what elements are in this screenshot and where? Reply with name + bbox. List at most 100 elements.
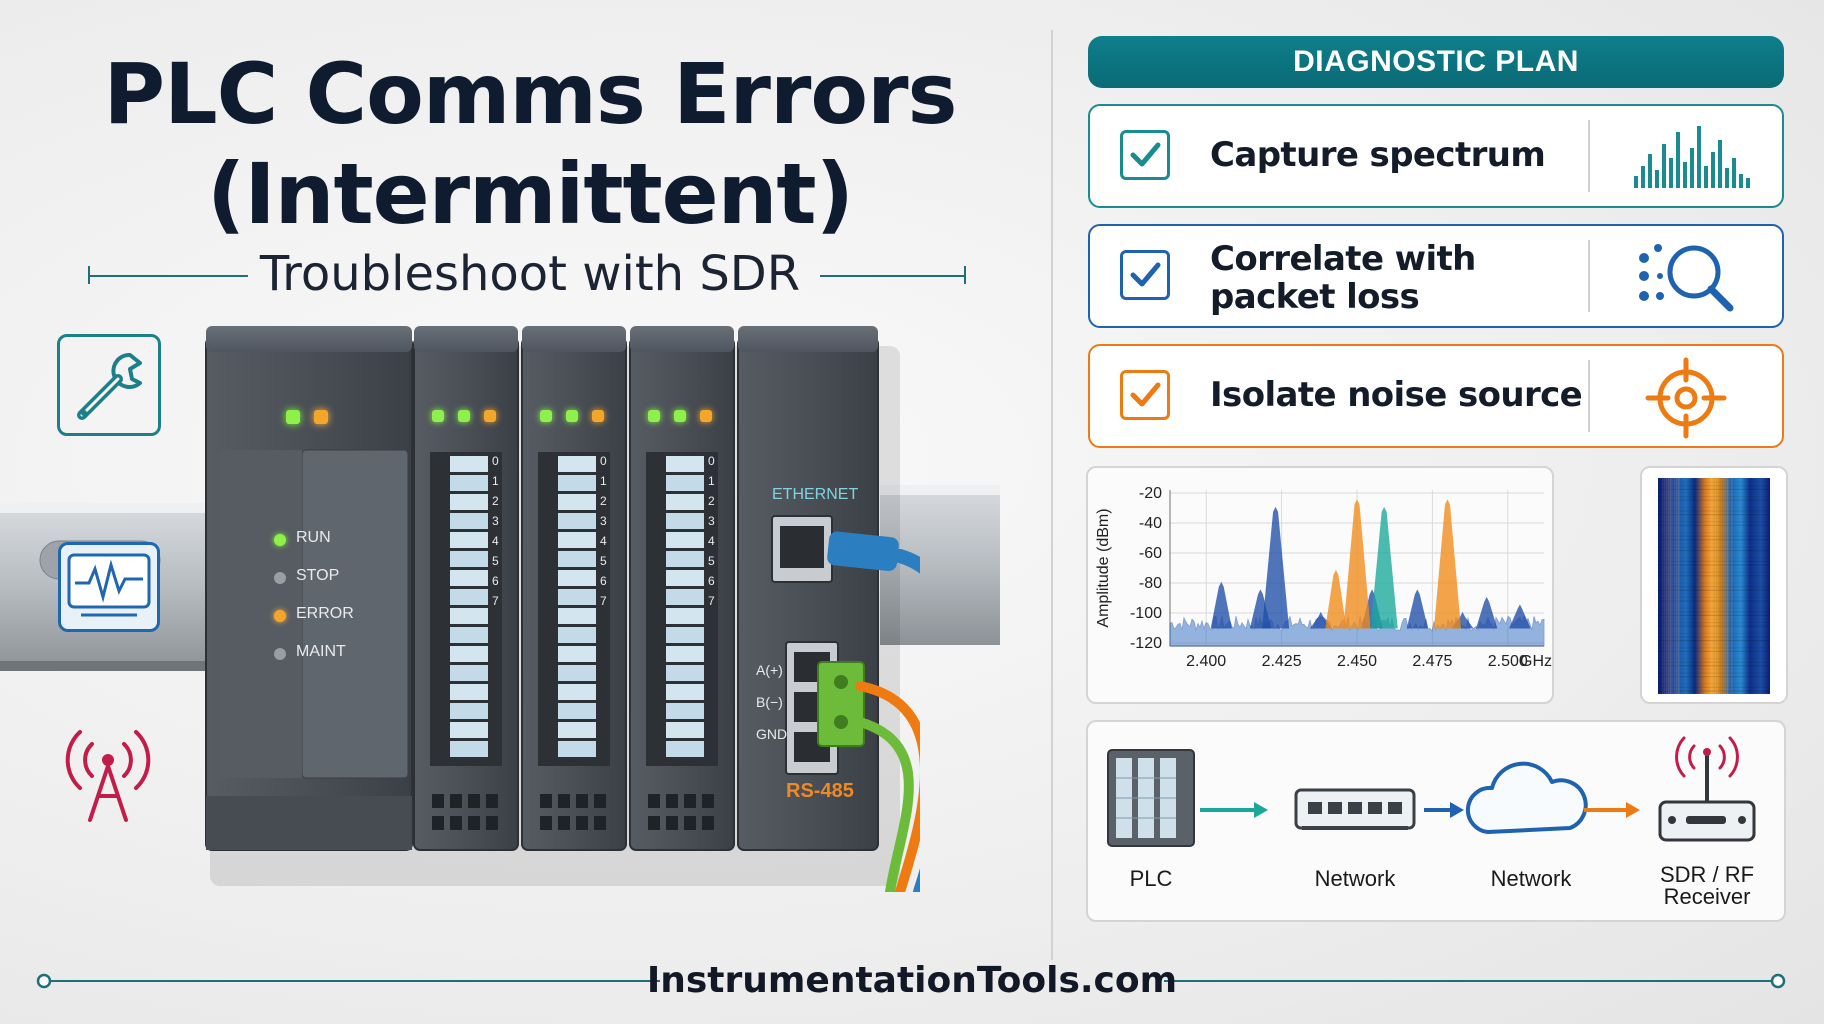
diagnostic-plan-header: DIAGNOSTIC PLAN (1088, 36, 1784, 88)
spectrum-peak (1325, 569, 1347, 629)
bar-chart-icon-bar (1725, 168, 1729, 188)
spectrum-peak (1509, 604, 1531, 629)
step-separator (1588, 120, 1590, 192)
cloud-network-icon (1465, 761, 1588, 834)
step-separator (1588, 360, 1590, 432)
subtitle-rule-right-cap (964, 266, 966, 284)
io-led (700, 410, 712, 422)
y-tick-label: -120 (1130, 635, 1162, 652)
bar-chart-icon-bar (1648, 154, 1652, 188)
page-title-line2: (Intermittent) (207, 145, 854, 243)
plan-step-capture-spectrum: Capture spectrum (1088, 104, 1784, 208)
io-channel-number: 3 (600, 514, 607, 528)
bar-chart-icon-bar (1711, 152, 1715, 188)
cpu-led-orange (314, 410, 328, 424)
bar-chart-icon-bar (1690, 148, 1694, 188)
y-tick-label: -40 (1139, 515, 1162, 532)
spectrum-peak (1433, 499, 1462, 629)
io-channel-number: 5 (492, 554, 499, 568)
io-led (648, 410, 660, 422)
io-channel-number: 1 (492, 474, 499, 488)
io-channel-number: 4 (492, 534, 499, 548)
io-channel-number: 0 (492, 454, 499, 468)
io-channel-number: 1 (708, 474, 715, 488)
bar-chart-icon-bar (1732, 158, 1736, 188)
sdr-receiver-icon (1658, 736, 1756, 842)
io-channel-number: 6 (492, 574, 499, 588)
bar-chart-icon-bar (1697, 126, 1701, 188)
io-channel-number: 6 (600, 574, 607, 588)
subtitle: Troubleshoot with SDR (259, 246, 801, 302)
x-tick-label: 2.425 (1262, 653, 1302, 670)
network-diagram-panel: PLC Network Network SDR / RF Receiver (1086, 720, 1786, 922)
io-channel-number: 1 (600, 474, 607, 488)
page-title: PLC Comms Errors (103, 45, 958, 143)
y-axis-label: Amplitude (dBm) (1095, 508, 1112, 627)
spectrum-peak (1343, 499, 1371, 629)
crosshair-icon (1644, 356, 1728, 445)
status-lamp-error (274, 610, 286, 622)
spectrum-peak (1406, 589, 1428, 629)
network-node-label-plc: PLC (1129, 866, 1173, 891)
subtitle-rule-right (820, 275, 966, 277)
waterfall-panel (1640, 466, 1788, 704)
subtitle-rule-left (88, 275, 248, 277)
io-led (458, 410, 470, 422)
network-node-label-sdr: SDR / RF Receiver (1659, 862, 1755, 909)
network-switch-icon (1294, 788, 1416, 830)
step-separator (1588, 240, 1590, 312)
bar-chart-icon-bar (1641, 166, 1645, 188)
status-lamp-stop (274, 572, 286, 584)
magnifier-icon (1630, 240, 1740, 319)
io-led (540, 410, 552, 422)
spectrum-peak (1370, 506, 1398, 629)
terminal-label-gnd: GND (756, 726, 788, 742)
checkbox-checked-icon (1120, 370, 1170, 420)
rs485-port-label: RS-485 (786, 780, 854, 802)
cpu-led-green (286, 410, 300, 424)
checkbox-checked-icon (1120, 250, 1170, 300)
plan-step-isolate-noise: Isolate noise source (1088, 344, 1784, 448)
spectrum-peak (1476, 596, 1498, 629)
io-channel-number: 5 (600, 554, 607, 568)
x-tick-label: 2.450 (1337, 653, 1377, 670)
plan-step-label: Isolate noise source (1210, 375, 1583, 415)
subtitle-rule-left-cap (88, 266, 90, 284)
io-led (592, 410, 604, 422)
io-led (674, 410, 686, 422)
waterfall-spectrogram (1658, 478, 1770, 694)
y-tick-label: -20 (1139, 485, 1162, 502)
bar-chart-icon-bar (1655, 170, 1659, 188)
bar-chart-icon-bar (1669, 158, 1673, 188)
bar-chart-icon-bar (1718, 140, 1722, 188)
io-channel-number: 7 (600, 594, 607, 608)
status-label-run: RUN (296, 529, 331, 546)
checkbox-checked-icon (1120, 130, 1170, 180)
bar-chart-icon-bar (1676, 132, 1680, 188)
x-tick-label: 2.400 (1186, 653, 1226, 670)
io-channel-number: 2 (708, 494, 715, 508)
spectrum-peak (1262, 506, 1290, 629)
status-label-maint: MAINT (296, 643, 346, 660)
status-lamp-run (274, 534, 286, 546)
io-channel-number: 4 (708, 534, 715, 548)
plc-node-icon (1107, 749, 1195, 847)
bar-chart-icon-bar (1746, 178, 1750, 188)
plan-step-label: Capture spectrum (1210, 135, 1546, 175)
status-lamp-maint (274, 648, 286, 660)
x-tick-label: 2.475 (1412, 653, 1452, 670)
spectrum-peak (1210, 581, 1232, 629)
y-tick-label: -80 (1139, 575, 1162, 592)
x-axis-unit: GHz (1520, 653, 1552, 670)
io-channel-number: 0 (708, 454, 715, 468)
bar-chart-icon-bar (1683, 162, 1687, 188)
io-channel-number: 4 (600, 534, 607, 548)
plan-step-label: Correlate with (1210, 239, 1476, 279)
bar-chart-icon-bar (1634, 176, 1638, 188)
status-label-error: ERROR (296, 605, 354, 622)
bar-chart-icon (1630, 124, 1760, 195)
